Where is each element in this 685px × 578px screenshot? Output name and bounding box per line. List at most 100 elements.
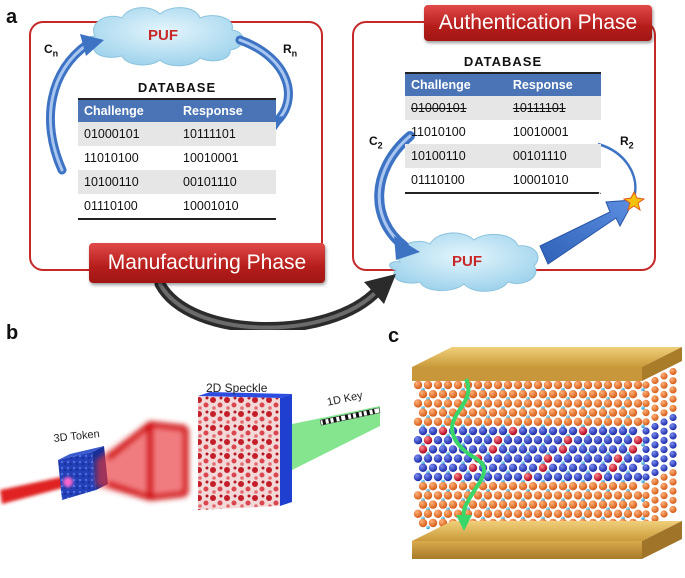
blue-atom	[598, 463, 608, 472]
orange-atom	[488, 408, 498, 417]
column-header-response: Response	[506, 72, 601, 96]
panel-label-b: b	[6, 322, 19, 344]
response-cell: 10010001	[512, 125, 569, 139]
orange-atom	[553, 491, 563, 500]
blue-atom	[508, 445, 518, 454]
blue-atom	[573, 454, 583, 463]
blue-atom	[518, 463, 528, 472]
side-atom	[642, 427, 650, 435]
side-atom	[660, 473, 668, 481]
orange-atom	[428, 500, 438, 509]
side-atom	[651, 386, 659, 394]
orange-atom	[413, 417, 423, 426]
orange-atom	[503, 491, 513, 500]
blue-atom	[578, 426, 588, 436]
blue-atom	[598, 426, 608, 436]
orange-atom	[598, 408, 608, 417]
orange-atom	[473, 380, 483, 390]
response-cell: 00101110	[506, 144, 601, 168]
orange-atom	[543, 399, 553, 408]
small-atom	[641, 461, 645, 465]
blue-atom	[603, 436, 613, 445]
side-atom	[651, 404, 659, 412]
side-atom	[660, 446, 668, 454]
blue-atom	[448, 445, 458, 454]
side-atom	[660, 381, 668, 389]
orange-atom	[548, 482, 558, 491]
table-row: 01000101 10111101	[78, 122, 276, 146]
blue-atom	[553, 472, 563, 482]
laser-beam	[0, 476, 70, 504]
authentication-puf-cloud	[389, 232, 539, 292]
orange-atom	[628, 500, 638, 509]
side-atom	[651, 478, 659, 486]
orange-atom	[513, 417, 523, 426]
blue-atom	[463, 472, 473, 482]
blue-atom	[528, 463, 538, 472]
side-atom	[642, 399, 650, 407]
blue-atom	[543, 472, 553, 482]
orange-atom	[528, 390, 538, 399]
orange-atom	[483, 491, 493, 500]
blue-atom	[503, 454, 513, 463]
panel-b-optical-setup	[0, 392, 381, 510]
orange-atom	[473, 417, 483, 426]
small-atom	[641, 406, 645, 410]
orange-atom	[558, 408, 568, 417]
manufacturing-puf-cloud	[86, 7, 244, 67]
orange-atom	[633, 509, 643, 518]
blue-atom	[418, 463, 428, 472]
phase-transition-arrow	[154, 274, 396, 330]
blue-atom	[613, 436, 623, 445]
manufacturing-challenge-label: Cn	[44, 42, 59, 59]
orange-atom	[598, 500, 608, 509]
blue-atom	[523, 454, 533, 463]
orange-atom	[573, 417, 583, 426]
blue-atom	[443, 472, 453, 482]
orange-atom	[553, 380, 563, 390]
blue-atom	[443, 454, 453, 463]
blue-atom	[608, 426, 618, 436]
side-atom	[642, 473, 650, 481]
blue-atom	[468, 445, 478, 454]
orange-atom	[438, 500, 448, 509]
side-atom	[642, 491, 650, 499]
orange-atom	[523, 509, 533, 518]
speckle-label: 2D Speckle	[206, 381, 268, 395]
orange-atom	[448, 390, 458, 399]
orange-atom	[573, 491, 583, 500]
side-atom	[651, 514, 659, 523]
blue-atom	[578, 445, 588, 454]
side-atom	[669, 423, 677, 431]
table-row: 10100110 00101110	[405, 144, 601, 168]
blue-atom	[518, 426, 528, 436]
orange-atom	[458, 482, 468, 491]
side-atom	[651, 413, 659, 421]
orange-atom	[468, 408, 478, 417]
blue-atom	[453, 454, 463, 463]
orange-atom	[623, 417, 633, 426]
orange-atom	[523, 417, 533, 426]
orange-atom	[498, 500, 508, 509]
blue-atom	[618, 426, 628, 436]
blue-atom	[548, 445, 558, 454]
orange-atom	[503, 417, 513, 426]
orange-atom	[583, 399, 593, 408]
orange-atom	[438, 482, 448, 491]
small-atom	[426, 525, 430, 530]
side-atom	[669, 432, 677, 440]
side-atom	[660, 409, 668, 417]
orange-atom	[533, 380, 543, 390]
side-atom	[660, 427, 668, 435]
atomic-lattice	[413, 367, 677, 530]
side-atom	[669, 441, 677, 449]
small-atom	[641, 442, 645, 447]
blue-atom	[523, 472, 533, 482]
orange-atom	[598, 390, 608, 399]
blue-atom	[508, 463, 518, 472]
orange-atom	[563, 491, 573, 500]
response-cell: 10010001	[183, 151, 239, 165]
blue-atom	[628, 445, 638, 454]
orange-atom	[488, 482, 498, 491]
challenge-cell: 01000101	[78, 122, 177, 146]
